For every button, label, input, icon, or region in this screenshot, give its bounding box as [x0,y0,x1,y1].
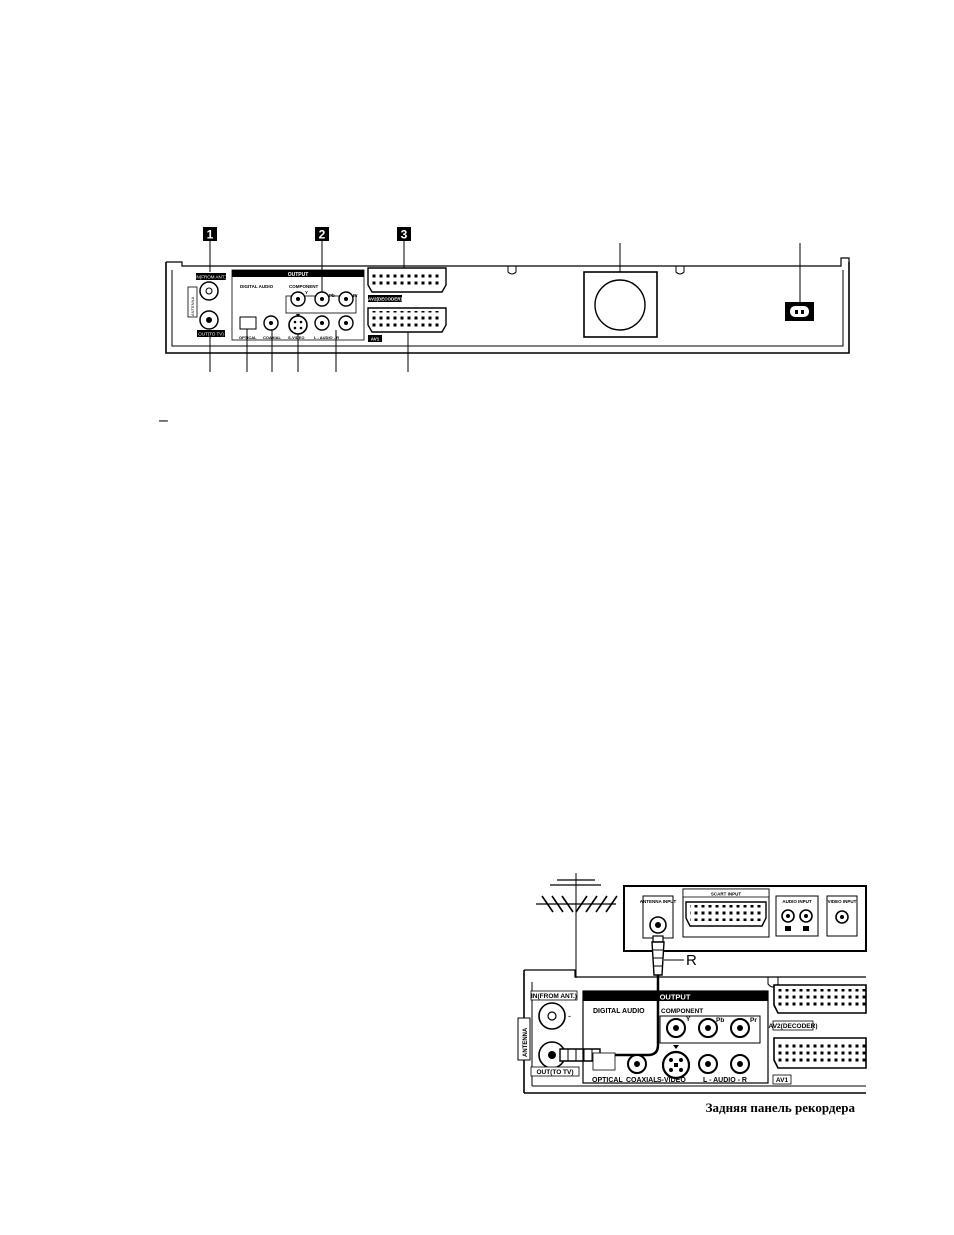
svg-text:AUDIO INPUT: AUDIO INPUT [782,899,812,904]
dash-mark: – [159,412,168,429]
svg-text:DIGITAL AUDIO: DIGITAL AUDIO [240,284,274,289]
antenna-block: ANTENNA IN(FROM ANT.) OUT(TO TV) [187,273,227,337]
svg-text:AV1: AV1 [776,1077,789,1084]
callout-1: 1 [203,227,217,272]
svg-text:Pb: Pb [716,1017,724,1024]
power-inlet [785,302,814,321]
antenna-in-dash: - [568,1011,571,1021]
scart-av2: AV2(DECODER) [367,267,447,302]
svg-text:IN(FROM ANT.): IN(FROM ANT.) [531,993,577,1000]
svg-text:OPTICAL: OPTICAL [592,1077,623,1084]
optical-jack [239,316,257,330]
svg-text:COAXIAL: COAXIAL [626,1077,658,1084]
svg-text:ANTENNA INPUT: ANTENNA INPUT [640,899,677,904]
output-group: OUTPUT DIGITAL AUDIO COMPONENT Y Pb Pr [231,269,365,341]
svg-text:VIDEO INPUT: VIDEO INPUT [828,899,857,904]
svg-text:Y: Y [305,290,308,295]
svg-text:L - AUDIO - R: L - AUDIO - R [314,335,339,340]
svg-text:OUT(TO TV): OUT(TO TV) [536,1069,573,1076]
svg-text:3: 3 [401,228,408,242]
svg-text:IN(FROM ANT.): IN(FROM ANT.) [195,275,227,280]
aerial-icon [536,873,618,978]
recorder-optical-jack [592,1052,616,1071]
svg-text:OUTPUT: OUTPUT [288,272,309,278]
rear-chassis [165,257,850,354]
cable-label-r: R [686,952,697,969]
tv-rear-panel: ANTENNA INPUT SCART INPUT AUDIO INPUT VI… [623,885,867,952]
svg-text:SCART INPUT: SCART INPUT [711,892,742,897]
s-video-jack [288,315,308,335]
svg-text:OPTICAL: OPTICAL [239,335,257,340]
svg-text:OUTPUT: OUTPUT [660,993,691,1002]
rear-panel-diagram: 1 2 3 ANTENNA IN(FROM ANT.) [165,227,850,372]
cooling-fan [583,271,658,338]
svg-text:Y: Y [686,1016,691,1023]
svg-text:1: 1 [207,228,214,242]
svg-text:COMPONENT: COMPONENT [289,284,319,289]
svg-text:Pr: Pr [750,1017,757,1024]
connection-diagram: ANTENNA INPUT SCART INPUT AUDIO INPUT VI… [517,873,867,1115]
svg-text:ANTENNA: ANTENNA [190,297,195,316]
lower-leaders [209,329,409,372]
svg-text:S-VIDEO: S-VIDEO [657,1077,686,1084]
svg-text:2: 2 [319,228,326,242]
svg-text:COMPONENT: COMPONENT [661,1008,703,1015]
svg-text:S-VIDEO: S-VIDEO [288,335,304,340]
svg-text:Pb: Pb [329,293,335,298]
svg-text:L - AUDIO - R: L - AUDIO - R [703,1077,747,1084]
scart-av1: AV1 [367,307,447,342]
svg-text:AV2(DECODER): AV2(DECODER) [769,1023,818,1030]
svg-text:AV2(DECODER): AV2(DECODER) [368,297,402,302]
svg-text:DIGITAL AUDIO: DIGITAL AUDIO [593,1008,645,1015]
diagram-caption: Задняя панель рекордера [706,1100,856,1115]
svg-text:ANTENNA: ANTENNA [523,1027,529,1057]
recorder-rear-panel: ANTENNA IN(FROM ANT.) - OUT(TO TV) OUTPU… [517,969,867,1094]
svg-text:AV1: AV1 [371,337,380,342]
svg-text:Pr: Pr [353,293,358,298]
callout-2: 2 [315,227,329,292]
svg-text:OUT(TO TV): OUT(TO TV) [198,332,224,337]
rf-plug [559,1048,601,1062]
callout-3: 3 [397,227,411,270]
rf-cable: R [600,935,697,1057]
